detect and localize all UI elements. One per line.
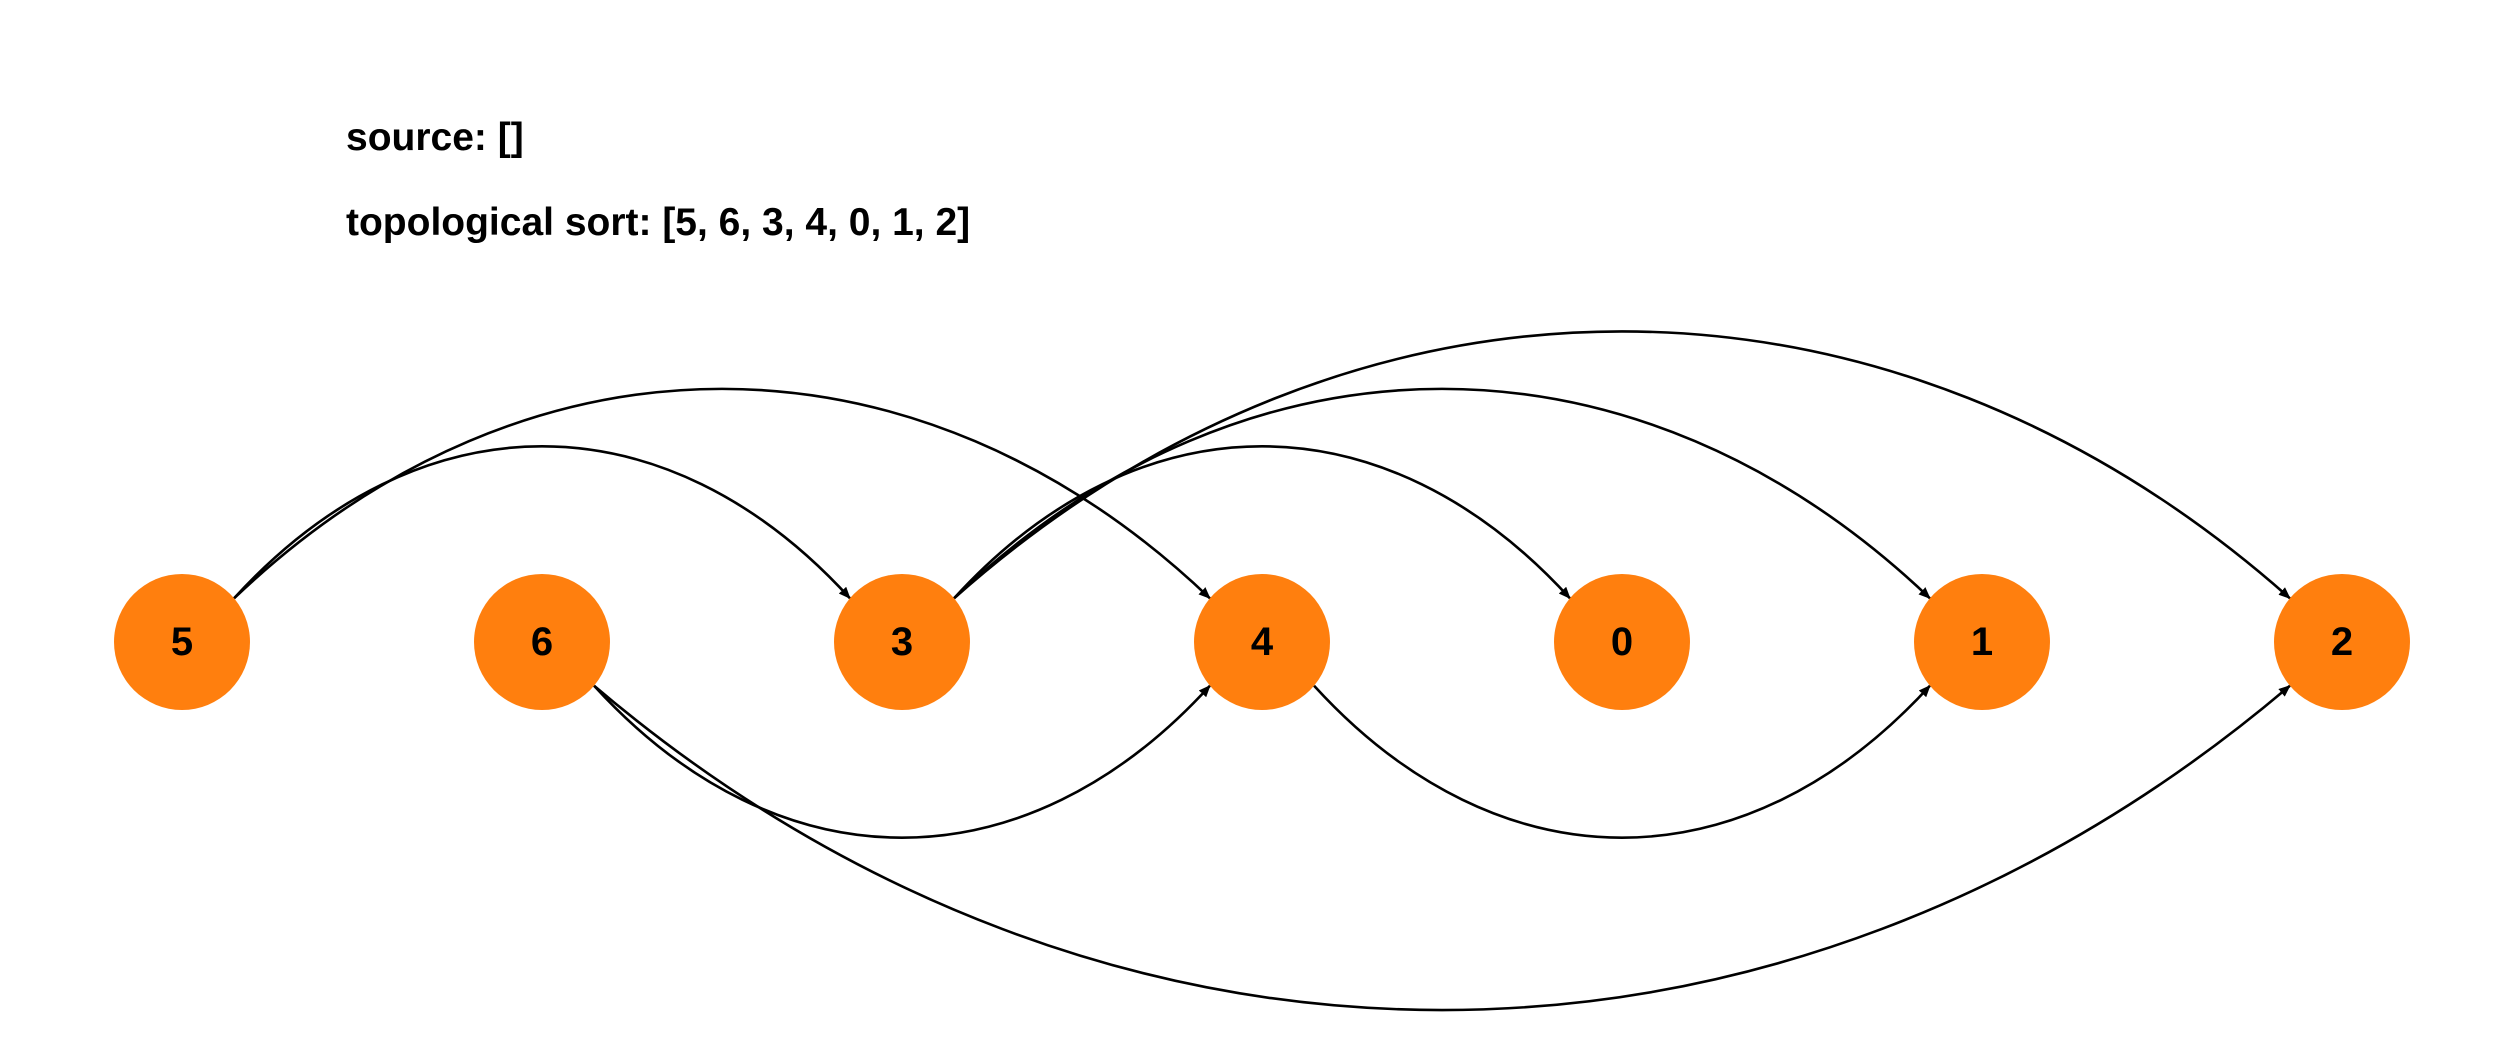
node-5-circle bbox=[114, 574, 250, 710]
source-label: source: [] bbox=[346, 116, 524, 159]
node-3: 3 bbox=[834, 574, 970, 710]
topological-sort-label: topological sort: [5, 6, 3, 4, 0, 1, 2] bbox=[346, 201, 971, 244]
node-3-circle bbox=[834, 574, 970, 710]
node-6-circle bbox=[474, 574, 610, 710]
node-2: 2 bbox=[2274, 574, 2410, 710]
node-0-label: 0 bbox=[1611, 620, 1633, 664]
node-2-label: 2 bbox=[2331, 620, 2353, 664]
nodes-layer: 5 6 3 4 0 1 2 bbox=[114, 574, 2410, 710]
node-4-label: 4 bbox=[1251, 620, 1274, 664]
node-0-circle bbox=[1554, 574, 1690, 710]
node-6-label: 6 bbox=[531, 620, 553, 664]
node-5-label: 5 bbox=[171, 620, 193, 664]
node-3-label: 3 bbox=[891, 620, 913, 664]
node-5: 5 bbox=[114, 574, 250, 710]
edge-4-to-1 bbox=[1313, 684, 1931, 839]
edge-5-to-4 bbox=[233, 387, 1211, 600]
edge-6-to-4 bbox=[593, 684, 1211, 839]
edge-6-to-2 bbox=[593, 684, 2291, 1012]
edge-3-to-0 bbox=[953, 445, 1571, 600]
edge-3-to-1 bbox=[953, 387, 1931, 600]
edges-layer bbox=[233, 330, 2291, 1012]
node-2-circle bbox=[2274, 574, 2410, 710]
node-0: 0 bbox=[1554, 574, 1690, 710]
node-1: 1 bbox=[1914, 574, 2050, 710]
node-4-circle bbox=[1194, 574, 1330, 710]
node-1-label: 1 bbox=[1971, 620, 1993, 664]
edge-3-to-2 bbox=[953, 330, 2291, 600]
node-6: 6 bbox=[474, 574, 610, 710]
node-1-circle bbox=[1914, 574, 2050, 710]
edge-5-to-3 bbox=[233, 445, 851, 600]
node-4: 4 bbox=[1194, 574, 1330, 710]
